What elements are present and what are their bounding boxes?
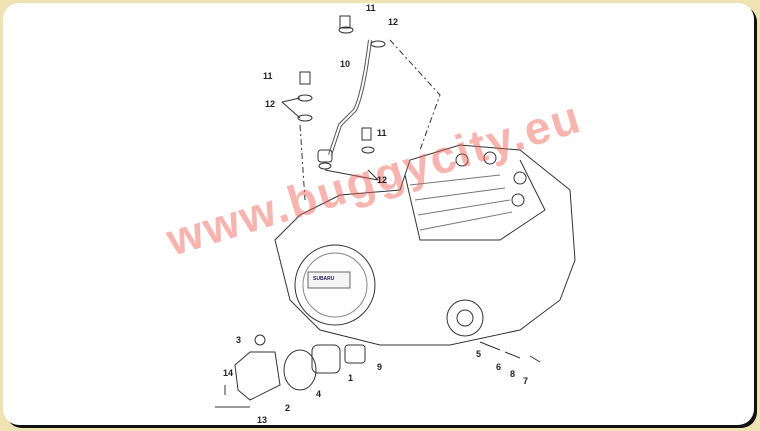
callout-11: 11: [263, 71, 273, 81]
diagram-panel: [3, 3, 754, 425]
callout-5: 5: [476, 349, 482, 359]
oil-filter-parts: [215, 334, 541, 408]
callout-11: 11: [366, 3, 376, 13]
callout-7: 7: [523, 376, 529, 386]
callout-6: 6: [496, 362, 502, 372]
callout-10: 10: [340, 59, 351, 69]
callout-9: 9: [377, 362, 383, 372]
engine-block: [274, 144, 576, 346]
callout-1: 1: [348, 373, 354, 383]
subaru-logo: SUBARU: [313, 276, 335, 282]
callout-11: 11: [377, 128, 387, 138]
callout-3: 3: [236, 335, 242, 345]
callout-8: 8: [510, 369, 516, 379]
callout-12: 12: [265, 99, 276, 109]
callout-2: 2: [285, 403, 291, 413]
callout-4: 4: [316, 389, 322, 399]
callout-12: 12: [377, 175, 388, 185]
callout-14: 14: [223, 368, 234, 378]
callout-12: 12: [388, 17, 399, 27]
oil-hose-assembly: [281, 15, 441, 201]
callout-13: 13: [257, 415, 268, 425]
